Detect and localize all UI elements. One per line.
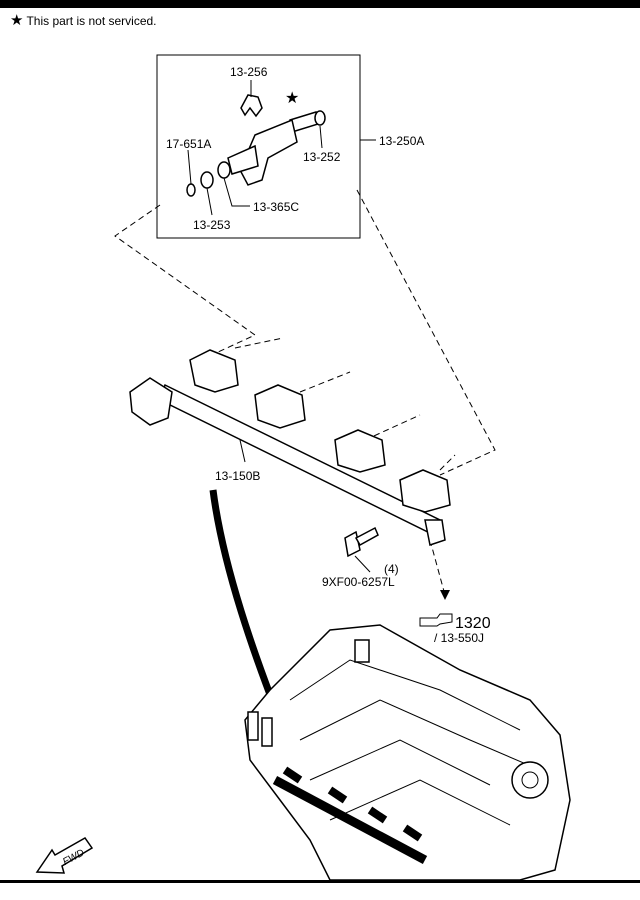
- installed-injectors: [282, 766, 423, 842]
- ref-arrow-head: [440, 590, 450, 600]
- fuel-rail-connector: [129, 377, 173, 426]
- engine-stud-2: [261, 717, 273, 747]
- leader-17-651a: [187, 149, 192, 185]
- bolt-9xf00-6257l: [344, 526, 379, 558]
- star-icon: ★: [285, 90, 299, 107]
- bolt-shank: [354, 526, 379, 547]
- not-serviced-note: ★ This part is not serviced.: [10, 12, 157, 29]
- callout-13-250a: 13-250A: [379, 134, 424, 148]
- projection-line-right: [356, 189, 496, 476]
- engine-cylinder-head: [244, 624, 571, 881]
- callout-13-253: 13-253: [193, 218, 231, 232]
- injector-cup-4: [399, 469, 451, 513]
- injector-assembly: [186, 94, 326, 197]
- leader-bolt: [354, 555, 371, 573]
- o-ring-13-365c: [217, 161, 231, 179]
- installed-fuel-rail: [272, 776, 428, 864]
- engine-port-inner: [521, 771, 539, 789]
- injector-cup-2: [254, 384, 306, 429]
- projection-line-ref: [429, 539, 446, 596]
- clip-13-256: [240, 94, 263, 118]
- callout-qty: (4): [384, 562, 399, 576]
- injector-cup-3: [334, 429, 386, 473]
- engine-sensor: [354, 639, 370, 663]
- engine-port: [511, 761, 549, 799]
- callout-13-252: 13-252: [303, 150, 341, 164]
- star-icon: ★: [10, 12, 24, 29]
- callout-17-651a: 17-651A: [166, 137, 211, 151]
- washer-13-253: [200, 171, 214, 189]
- callout-13-365c: 13-365C: [253, 200, 299, 214]
- injector-cup-1: [189, 349, 239, 393]
- injector-body: [239, 118, 298, 186]
- leader-13-365c: [223, 177, 250, 207]
- engine-outline: [244, 624, 571, 881]
- top-border: [0, 0, 640, 8]
- projection-lines-injectors: [234, 337, 456, 471]
- pointing-hand-icon: [419, 613, 453, 627]
- fuel-rail-13-150b: [129, 349, 451, 546]
- leader-13-253: [206, 187, 213, 216]
- engine-detail-lines: [289, 659, 541, 826]
- fuel-rail-end: [424, 519, 446, 546]
- leader-13-150b: [239, 439, 246, 463]
- ref-13-550j: / 13-550J: [434, 631, 484, 645]
- not-serviced-text: This part is not serviced.: [26, 14, 157, 28]
- bolt-head: [344, 530, 361, 558]
- callout-13-150b: 13-150B: [215, 469, 260, 483]
- projection-line-left: [114, 204, 256, 366]
- bottom-border: [0, 880, 640, 883]
- leader-13-252: [319, 125, 323, 149]
- seal-17-651a: [186, 183, 196, 197]
- ref-1320: 1320: [455, 615, 491, 632]
- forward-arrow-icon: [35, 837, 94, 874]
- seal-13-252: [314, 110, 326, 126]
- callout-13-256: 13-256: [230, 65, 268, 79]
- engine-stud-1: [247, 711, 259, 741]
- callout-9xf00-6257l: 9XF00-6257L: [322, 575, 395, 589]
- injector-detail-box: [156, 54, 361, 239]
